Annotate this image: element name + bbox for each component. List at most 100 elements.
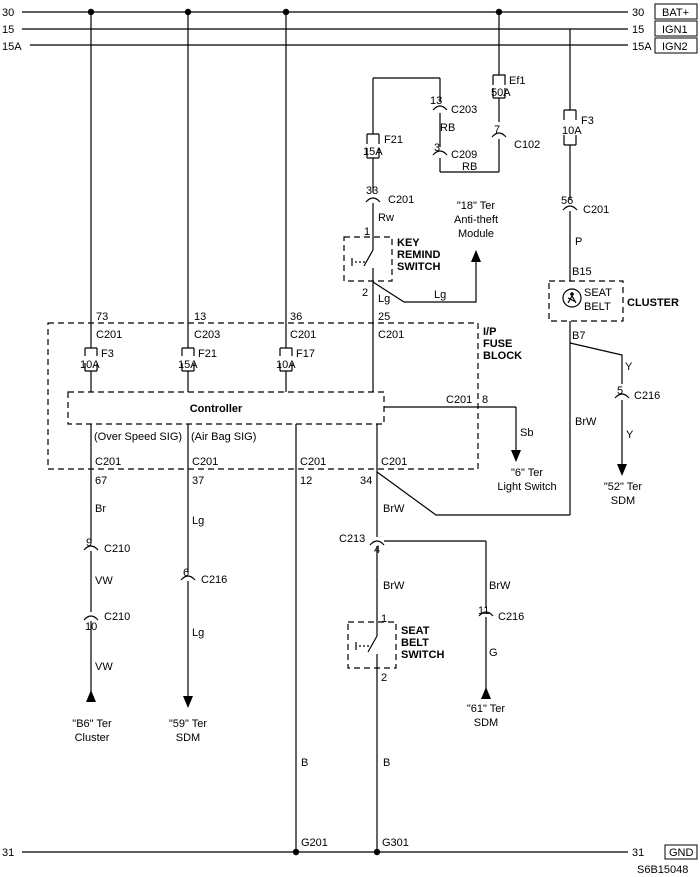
dest-cluster-b6-1: "B6" Ter (72, 718, 112, 730)
dest-sdm61-1: "61" Ter (467, 703, 506, 715)
seatbelt-warning-icon (562, 288, 582, 308)
fb-top-pin-73: 73 (96, 311, 108, 323)
cluster-pin-bottom: B7 (572, 330, 585, 342)
cluster-pin-top: B15 (572, 266, 592, 278)
cluster-title: CLUSTER (627, 297, 679, 309)
connector-c203-name: C203 (451, 104, 477, 116)
bus-bat-tag: BAT+ (662, 7, 689, 19)
key-switch-label-3: SWITCH (397, 261, 440, 273)
fuse-f17-block: F17 10A (276, 347, 315, 372)
bus-ign1-tag: IGN1 (662, 24, 688, 36)
seatbelt-switch-label-2: BELT (401, 637, 429, 649)
seatbelt-switch-pin-top: 1 (381, 613, 387, 625)
bus-ign1: 15 15 IGN1 (2, 20, 698, 37)
fb-top-pin-13: 13 (194, 311, 206, 323)
fuse-block-title-1: I/P (483, 326, 496, 338)
fuse-f21-top: F21 15A (363, 133, 403, 159)
wire-y-lower: Y (626, 429, 634, 441)
dest-light-switch-1: "6" Ter (511, 467, 543, 479)
seatbelt-switch-pin-bottom: 2 (381, 672, 387, 684)
wire-brw-c216: BrW (489, 580, 511, 592)
fb-top-conn-13: C203 (194, 329, 220, 341)
bus-gnd-tag: GND (669, 847, 694, 859)
cluster-icon-label-2: BELT (584, 301, 611, 313)
bus-ign2: 15A 15A IGN2 (2, 37, 698, 54)
fb-bottom-conn-37: C201 (192, 456, 218, 468)
fuse-f3-top-name: F3 (581, 115, 594, 127)
bus-ign2-num-left: 15A (2, 41, 22, 53)
wire-g: G (489, 647, 498, 659)
connector-c201-33: 33 C201 (365, 185, 414, 206)
fuse-f21-block-name: F21 (198, 348, 217, 360)
ip-fuse-block: I/P FUSE BLOCK 73 C201 13 C203 36 C201 2… (47, 300, 522, 852)
connector-c210-10-name: C210 (104, 611, 130, 623)
dest-sdm52-2: SDM (611, 495, 635, 507)
connector-c203: 13 C203 (430, 95, 477, 116)
connector-c201-33-pin: 33 (366, 185, 378, 197)
fuse-f21-block-rating: 15A (178, 359, 198, 371)
dest-antitheft-2: Anti-theft (454, 214, 498, 226)
wire-lg-airbag-lower: Lg (192, 627, 204, 639)
fuse-f17-block-rating: 10A (276, 359, 296, 371)
junction-dot (292, 848, 300, 856)
wire-brw-c213: BrW (383, 580, 405, 592)
connector-c216-11-name: C216 (498, 611, 524, 623)
bus-gnd-num-right: 31 (632, 847, 644, 859)
dest-light-switch-2: Light Switch (497, 481, 556, 493)
wire-lg-key: Lg (378, 293, 390, 305)
fb-top-pin-25: 25 (378, 311, 390, 323)
fb-bottom-pin-12: 12 (300, 475, 312, 487)
fuse-f3-top-rating: 10A (562, 125, 582, 137)
controller-label: Controller (190, 403, 243, 415)
arrow-down-icon (511, 450, 521, 462)
connector-c209-name: C209 (451, 149, 477, 161)
ground-g301: G301 (382, 837, 409, 849)
wire-rw: Rw (378, 212, 394, 224)
fuse-block-title-3: BLOCK (483, 350, 522, 362)
dest-sdm61-2: SDM (474, 717, 498, 729)
wire-lg-airbag-upper: Lg (192, 515, 204, 527)
controller: Controller (67, 391, 385, 425)
fuse-ef1-rating: 50A (491, 87, 511, 99)
wire-brw-34: BrW (383, 503, 405, 515)
sig-airbag: (Air Bag SIG) (191, 431, 256, 443)
key-remind-switch: 1 2 KEY REMIND SWITCH (343, 226, 440, 300)
fuse-f3-block-rating: 10A (80, 359, 100, 371)
dest-antitheft-3: Module (458, 228, 494, 240)
dest-sdm52-1: "52" Ter (604, 481, 643, 493)
wire-vw-lower: VW (95, 661, 113, 673)
fuse-f3-block: F3 10A (80, 347, 114, 372)
seatbelt-switch: 1 2 SEAT BELT SWITCH (347, 613, 444, 852)
connector-c203-pin: 13 (430, 95, 442, 107)
fuse-f3-block-name: F3 (101, 348, 114, 360)
connector-c201-56-name: C201 (583, 204, 609, 216)
connector-c216-5-pin: 5 (617, 385, 623, 397)
key-switch-label-1: KEY (397, 237, 420, 249)
bus-ign1-num-left: 15 (2, 24, 14, 36)
wire-sb: Sb (520, 427, 533, 439)
dest-sdm59-2: SDM (176, 732, 200, 744)
connector-c216-5-name: C216 (634, 390, 660, 402)
fuse-block-title-2: FUSE (483, 338, 512, 350)
arrow-up-icon (86, 690, 96, 702)
fuse-f17-block-name: F17 (296, 348, 315, 360)
key-switch-label-2: REMIND (397, 249, 440, 261)
fb-top-conn-73: C201 (96, 329, 122, 341)
dest-cluster-b6-2: Cluster (75, 732, 110, 744)
fb-side-conn: C201 (446, 394, 472, 406)
connector-c216-11: 11 C216 (478, 605, 524, 623)
fb-bottom-pin-67: 67 (95, 475, 107, 487)
cluster: SEAT BELT CLUSTER B15 B7 (548, 266, 679, 342)
connector-c210-9-pin: 9 (86, 537, 92, 549)
wire-rb-bottom: RB (462, 161, 477, 173)
arrow-down-icon (617, 464, 627, 476)
bus-bat-num-right: 30 (632, 7, 644, 19)
connector-c210-9: 9 C210 (83, 537, 130, 555)
connector-c201-56-pin: 56 (561, 195, 573, 207)
fb-top-conn-36: C201 (290, 329, 316, 341)
bus-bat: 30 30 BAT+ (2, 3, 698, 20)
connector-c216-6-pin: 6 (183, 567, 189, 579)
fuse-f21-top-rating: 15A (363, 146, 383, 158)
fuse-f3-top: F3 10A (562, 109, 594, 146)
